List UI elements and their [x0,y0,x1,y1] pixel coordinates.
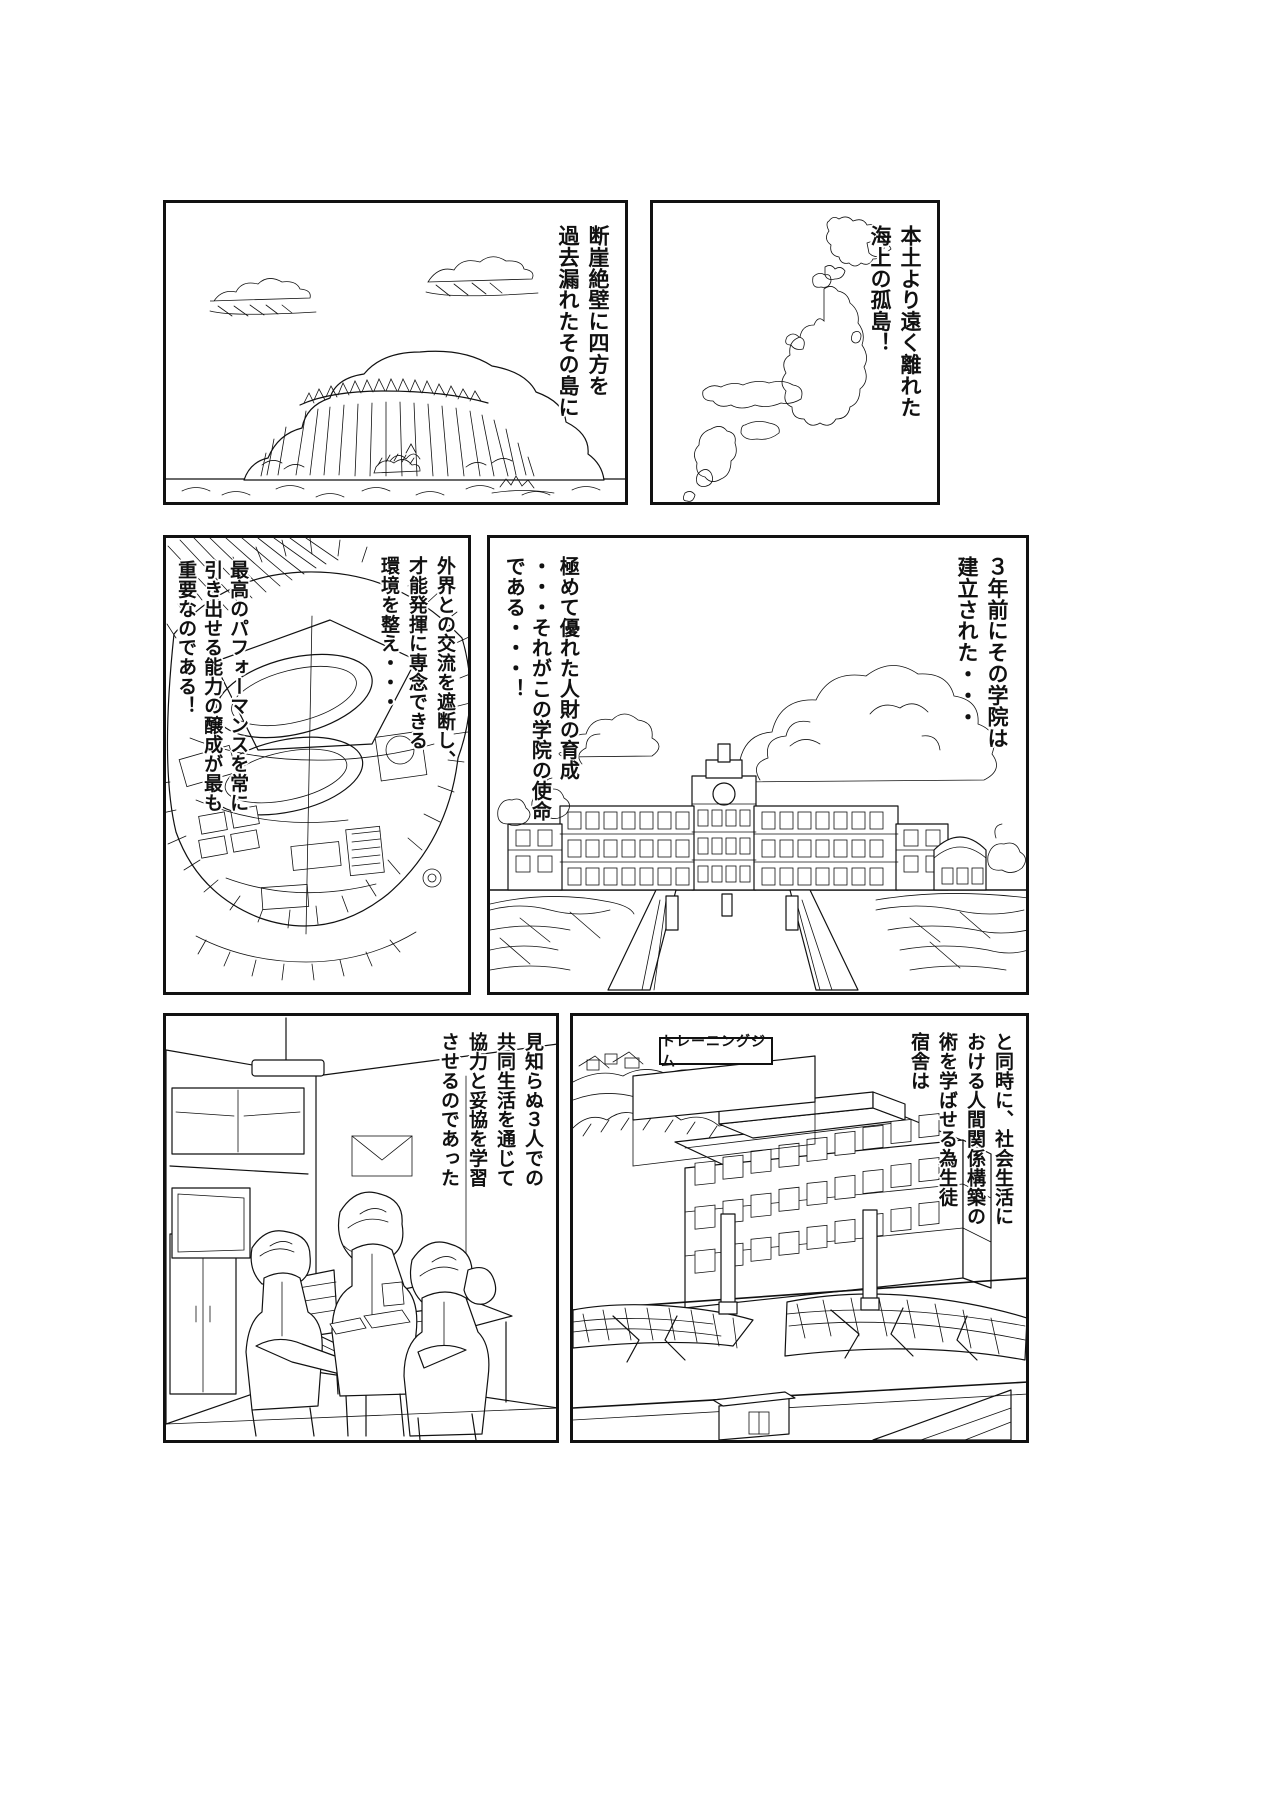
panel-1-narration-line2: 過去漏れたその島に [556,225,581,418]
panel-4-narration-3: 環境を整え・・・ [378,556,400,712]
panel-3-art [490,665,1026,991]
panel-5-narration-2: 共同生活を通じて [494,1032,516,1188]
panel-2-art [683,216,892,502]
panel-5-narration-1: 見知らぬ３人での [522,1032,544,1188]
panel-4-narration-5: 引き出せる能力の醸成が最も [201,560,224,812]
panel-4-art [166,538,468,981]
panel-1-narration: 断崖絶壁に四方を [586,225,611,397]
panel-2-narration: 本土より遠く離れた [898,225,923,418]
panel-academy-building: ３年前にその学院は 建立された・・・ 極めて優れた人財の育成 ・・・それがこの学… [487,535,1029,995]
panel-6-narration-1: と同時に、社会生活に [992,1032,1014,1226]
panel-5-narration-3: 協力と妥協を学習 [466,1032,488,1188]
panel-5-art [166,1017,556,1440]
training-gym-sign: トレーニングジム [659,1034,773,1070]
panel-dorm-room: 見知らぬ３人での 共同生活を通じて 協力と妥協を学習 させるのであった [163,1013,559,1443]
panel-dormitory: トレーニングジム と同時に、社会生活に おける人間関係構築の 術を学ばせる為生徒… [570,1013,1029,1443]
panel-4-narration-1: 外界との交流を遮断し、 [434,556,456,770]
panel-6-narration-2: おける人間関係構築の [964,1032,986,1226]
panel-3-narration-1: ３年前にその学院は [985,556,1010,749]
panel-japan-map: 本土より遠く離れた 海上の孤島！ [650,200,940,505]
panel-island-aerial: 外界との交流を遮断し、 才能発揮に専念できる 環境を整え・・・ 最高のパフォーマ… [163,535,471,995]
panel-1-art [166,256,625,498]
panel-island-cliff: 断崖絶壁に四方を 過去漏れたその島に [163,200,628,505]
panel-6-narration-4: 宿舎は [908,1032,930,1091]
panel-4-narration-6: 重要なのである！ [175,560,198,716]
training-gym-sign-label: トレーニングジム [661,1034,766,1070]
panel-6-narration-3: 術を学ばせる為生徒 [936,1032,958,1207]
panel-3-narration-3: 極めて優れた人財の育成 [556,556,581,781]
panel-3-narration-5: である・・・！ [502,556,527,699]
panel-5-narration-4: させるのであった [438,1032,460,1188]
panel-4-narration-4: 最高のパフォーマンスを常に [227,560,250,812]
panel-4-narration-2: 才能発揮に専念できる [406,556,428,750]
panel-3-narration-2: 建立された・・・ [955,556,980,728]
panel-2-narration-line2: 海上の孤島！ [868,225,893,354]
panel-3-narration-4: ・・・それがこの学院の使命 [528,556,553,822]
panel-6-art [573,1051,1026,1440]
